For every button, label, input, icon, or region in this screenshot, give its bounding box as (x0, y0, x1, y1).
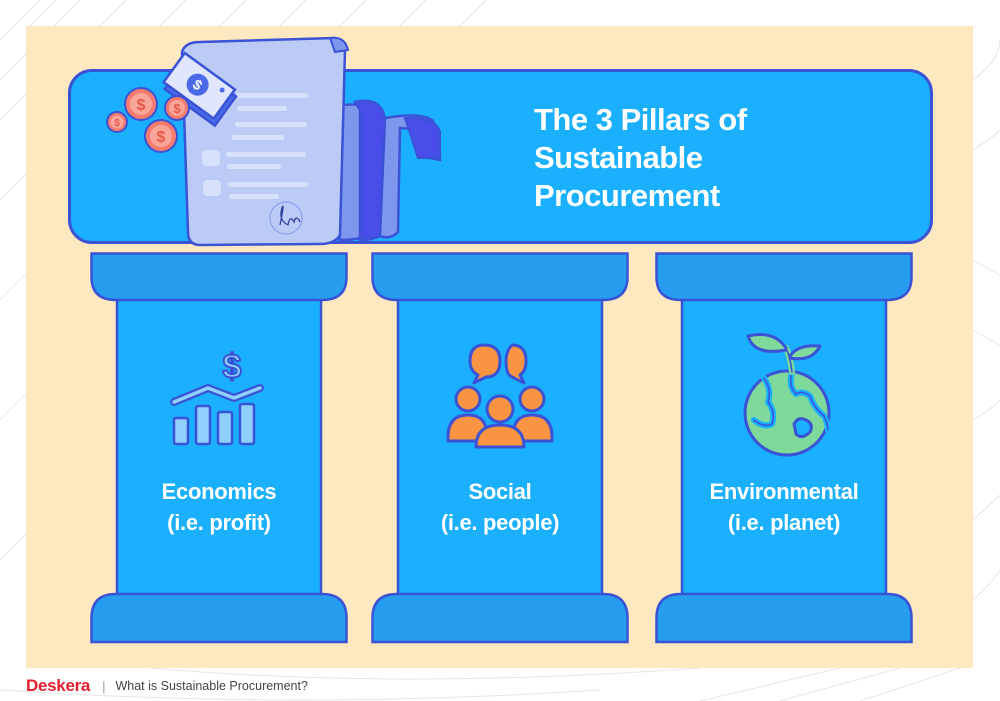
pillar-social: Social (i.e. people) (371, 252, 629, 644)
pillar-label: Environmental (i.e. planet) (655, 476, 913, 538)
brand-logo: Deskera (26, 676, 91, 695)
svg-text:$: $ (114, 118, 120, 129)
svg-text:$: $ (157, 129, 166, 146)
pillar-title: Environmental (709, 479, 859, 504)
contract-document-with-money-icon: $ $ $ $ $ (106, 36, 442, 247)
svg-text:$: $ (137, 97, 146, 114)
page-title: The 3 Pillars of Sustainable Procurement (534, 101, 894, 215)
pillar-subtitle: (i.e. people) (440, 510, 560, 535)
pillar-label: Economics (i.e. profit) (90, 476, 348, 538)
footer-subtitle: What is Sustainable Procurement? (115, 679, 308, 693)
globe-sprout-icon (743, 333, 831, 457)
pillar-label: Social (i.e. people) (371, 476, 629, 538)
title-line-3: Procurement (534, 178, 720, 213)
title-line-2: Sustainable (534, 140, 703, 175)
title-line-1: The 3 Pillars of (534, 102, 747, 137)
pillar-title: Social (468, 479, 532, 504)
svg-text:$: $ (173, 101, 181, 116)
pillar-subtitle: (i.e. planet) (727, 510, 841, 535)
chart-dollar-icon: $ (170, 347, 264, 446)
pillar-environmental: Environmental (i.e. planet) (655, 252, 913, 644)
pillar-shape (90, 252, 348, 644)
pillar-title: Economics (161, 479, 277, 504)
people-chat-icon (446, 343, 554, 449)
pillar-economics: $ Economics (i.e. profit) (90, 252, 348, 644)
svg-text:$: $ (223, 348, 242, 386)
footer: Deskera | What is Sustainable Procuremen… (26, 676, 308, 695)
footer-separator: | (102, 678, 106, 694)
pillar-subtitle: (i.e. profit) (167, 510, 271, 535)
